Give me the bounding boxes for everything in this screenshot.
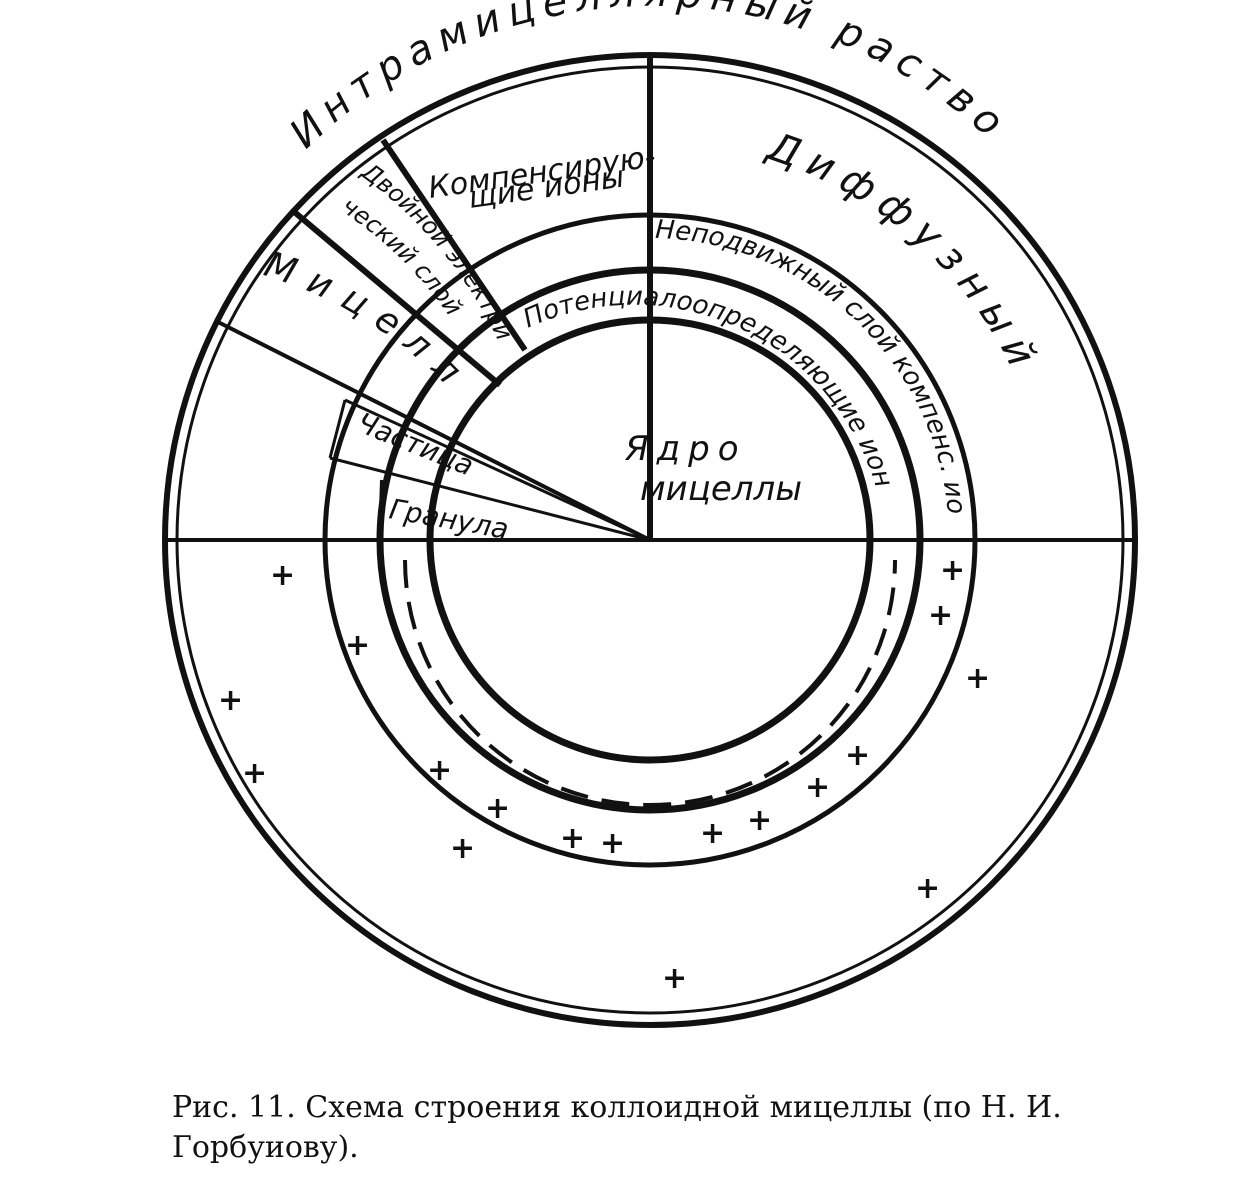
particle-outer-arc-tick <box>328 399 347 459</box>
positive-charge-mark: + <box>242 756 267 791</box>
granule-arc-tick <box>378 479 384 541</box>
granule-sector-line <box>329 456 651 542</box>
positive-charge-mark: + <box>700 816 725 851</box>
positive-charge-mark: + <box>928 598 953 633</box>
positive-charge-mark: + <box>218 683 243 718</box>
positive-charge-mark: + <box>805 770 830 805</box>
positive-charge-mark: + <box>270 558 295 593</box>
positive-charge-mark: + <box>845 738 870 773</box>
negative-charge-dashed-arc <box>403 559 897 807</box>
figure-caption: Рис. 11. Схема строения коллоидной мицел… <box>172 1090 1062 1165</box>
micelle-sector-line <box>217 320 651 542</box>
positive-charge-mark: + <box>450 831 475 866</box>
particle-label: Частица <box>352 406 478 482</box>
positive-charge-mark: + <box>965 661 990 696</box>
positive-charge-mark: + <box>940 553 965 588</box>
positive-charge-mark: + <box>485 791 510 826</box>
positive-charge-mark: + <box>662 961 687 996</box>
double-layer-boundary <box>290 207 502 388</box>
positive-charge-mark: + <box>600 826 625 861</box>
compensating-ions-boundary <box>380 138 528 352</box>
positive-charge-mark: + <box>345 628 370 663</box>
positive-charge-mark: + <box>560 821 585 856</box>
positive-charge-mark: + <box>915 871 940 906</box>
particle-sector-line <box>344 398 651 542</box>
positive-charge-mark: + <box>427 753 452 788</box>
positive-charge-marks: + + + + + + + + + + + + + + + + + + <box>218 553 990 996</box>
positive-charge-mark: + <box>747 803 772 838</box>
nucleus-label-line2: мицеллы <box>640 469 802 509</box>
nucleus-label-line1: Ядро <box>624 429 747 469</box>
